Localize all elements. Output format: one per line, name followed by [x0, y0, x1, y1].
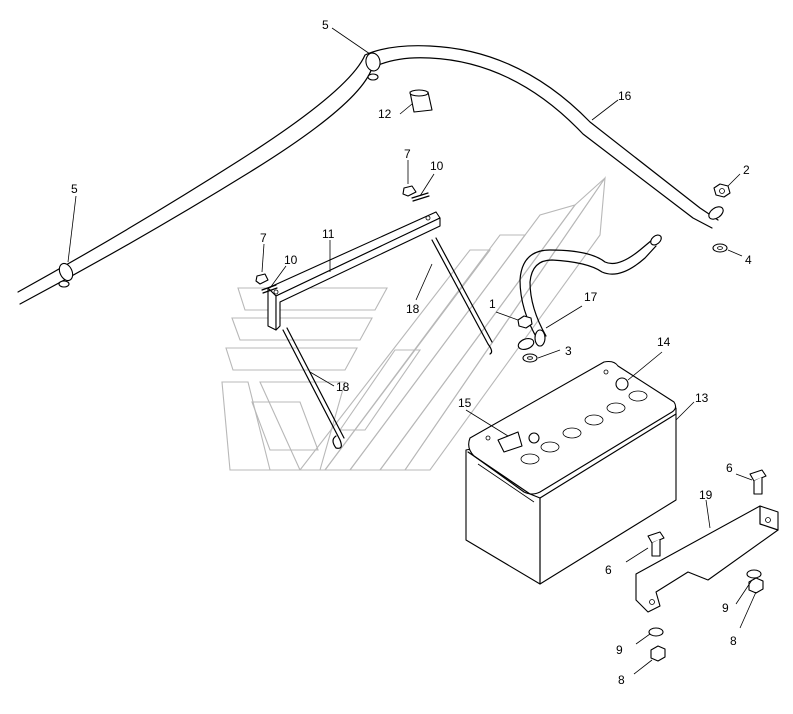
rod-18-lower [282, 327, 345, 449]
callout-8-left: 8 [618, 673, 625, 687]
cable-harness [17, 45, 724, 305]
cable-terminal-end [708, 206, 724, 220]
callout-18-upper: 18 [406, 302, 420, 316]
callout-18-lower: 18 [336, 380, 350, 394]
clamp-5-upper-ring [367, 73, 379, 81]
callout-10-lower: 10 [284, 253, 298, 267]
washer-3 [522, 353, 538, 363]
callout-2: 2 [743, 163, 750, 177]
callout-5-top: 5 [322, 18, 329, 32]
bolt-6-left [647, 531, 665, 557]
nut-8-right [748, 577, 764, 594]
terminal-15 [528, 432, 540, 444]
screw-10-upper [411, 192, 430, 202]
callout-16: 16 [618, 89, 632, 103]
bolt-6-right [749, 469, 767, 495]
nut-7-upper [402, 185, 417, 197]
callout-14: 14 [657, 335, 671, 349]
callout-5-left: 5 [71, 182, 78, 196]
sleeve-12 [409, 89, 433, 113]
callout-11: 11 [322, 227, 335, 241]
callout-6-right: 6 [726, 461, 733, 475]
clamp-5-upper [365, 52, 381, 72]
washer-4 [712, 243, 728, 253]
screw-10-lower [261, 284, 278, 294]
callout-1: 1 [489, 297, 496, 311]
callout-13: 13 [695, 391, 709, 405]
callout-7-lower: 7 [260, 231, 267, 245]
leader-lines [67, 27, 757, 675]
rod-18-upper [431, 237, 493, 355]
washer-9-right [746, 569, 762, 579]
callout-15: 15 [458, 396, 472, 410]
callout-10-upper: 10 [430, 159, 444, 173]
callout-4: 4 [745, 253, 752, 267]
callout-19: 19 [699, 488, 713, 502]
clamp-5-lower [58, 262, 74, 282]
bracket-19 [635, 505, 779, 613]
nut-2 [713, 183, 731, 198]
callout-3: 3 [565, 344, 572, 358]
bracket-11 [267, 211, 441, 331]
battery-13 [465, 360, 677, 585]
nut-1 [517, 315, 533, 329]
nut-8-left [650, 645, 666, 662]
callout-9-right: 9 [722, 601, 729, 615]
cable-17 [517, 234, 662, 350]
callout-7-upper: 7 [404, 147, 411, 161]
nut-7-lower [255, 273, 269, 285]
watermark-logo [221, 175, 606, 471]
callout-12: 12 [378, 107, 392, 121]
callout-8-right: 8 [730, 634, 737, 648]
clamp-5-lower-ring [58, 280, 70, 288]
callout-6-left: 6 [605, 563, 612, 577]
callout-9-left: 9 [616, 643, 623, 657]
terminal-14 [615, 377, 629, 391]
callout-17: 17 [584, 290, 598, 304]
washer-9-left [648, 627, 664, 637]
callout-labels: 5 5 16 12 2 4 7 10 7 10 11 18 18 1 17 3 … [71, 18, 752, 687]
